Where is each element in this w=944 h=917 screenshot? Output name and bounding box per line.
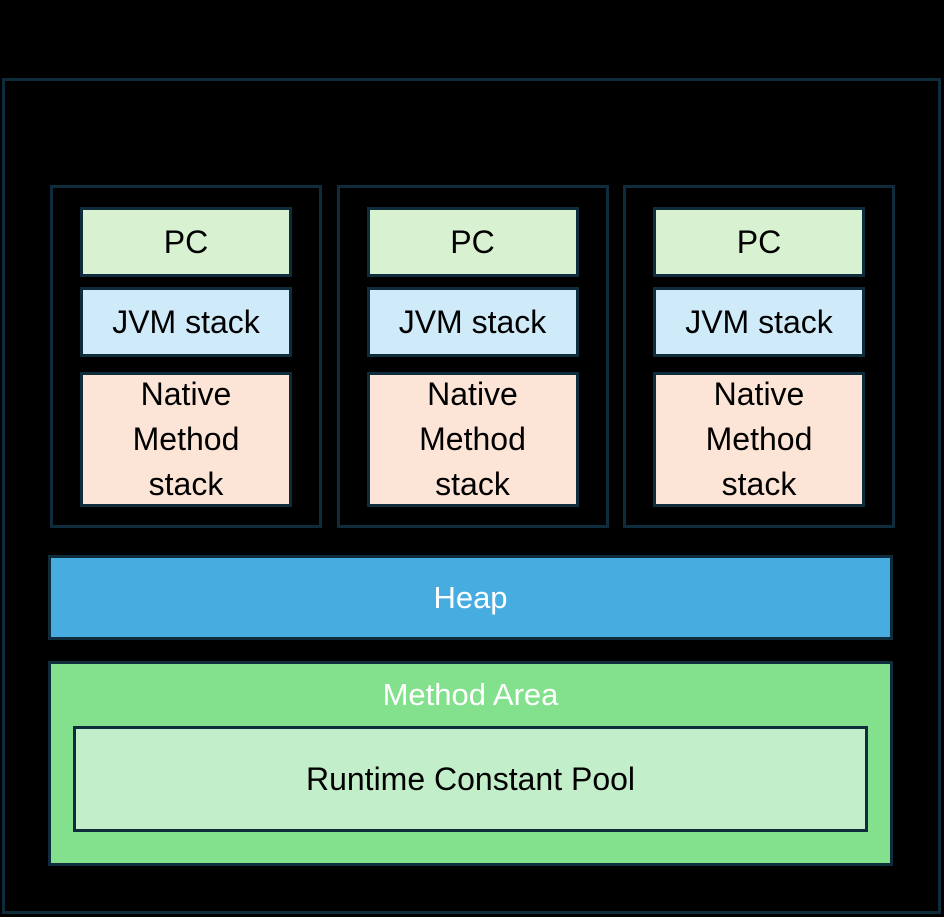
pc-register-label: PC xyxy=(736,223,782,260)
threads-row: PC JVM stack Native Method stack PC JVM … xyxy=(50,185,895,528)
pc-register-label: PC xyxy=(450,223,495,260)
runtime-constant-pool-label: Runtime Constant Pool xyxy=(305,760,636,797)
heap-box: Heap xyxy=(48,555,893,640)
native-method-stack-label: Native Method stack xyxy=(132,376,240,502)
native-method-stack-box: Native Method stack xyxy=(80,372,292,507)
runtime-data-area-container: PC JVM stack Native Method stack PC JVM … xyxy=(2,78,941,914)
jvm-stack-box: JVM stack xyxy=(653,287,865,357)
pc-register-box: PC xyxy=(653,207,865,277)
runtime-constant-pool-box: Runtime Constant Pool xyxy=(73,726,868,832)
jvm-stack-label: JVM stack xyxy=(112,303,260,340)
heap-label: Heap xyxy=(433,579,508,615)
method-area-box: Method Area Runtime Constant Pool xyxy=(48,661,893,866)
pc-register-box: PC xyxy=(366,207,579,277)
thread-column-2: PC JVM stack Native Method stack xyxy=(336,185,609,528)
thread-column-1: PC JVM stack Native Method stack xyxy=(50,185,322,528)
native-method-stack-label: Native Method stack xyxy=(419,376,526,502)
pc-register-box: PC xyxy=(80,207,292,277)
jvm-stack-label: JVM stack xyxy=(685,303,833,340)
native-method-stack-box: Native Method stack xyxy=(653,372,865,507)
native-method-stack-label: Native Method stack xyxy=(705,376,813,502)
jvm-stack-box: JVM stack xyxy=(80,287,292,357)
method-area-label: Method Area xyxy=(382,677,559,712)
pc-register-label: PC xyxy=(163,223,209,260)
native-method-stack-box: Native Method stack xyxy=(366,372,579,507)
jvm-stack-label: JVM stack xyxy=(398,303,547,340)
thread-column-3: PC JVM stack Native Method stack xyxy=(623,185,895,528)
jvm-stack-box: JVM stack xyxy=(366,287,579,357)
